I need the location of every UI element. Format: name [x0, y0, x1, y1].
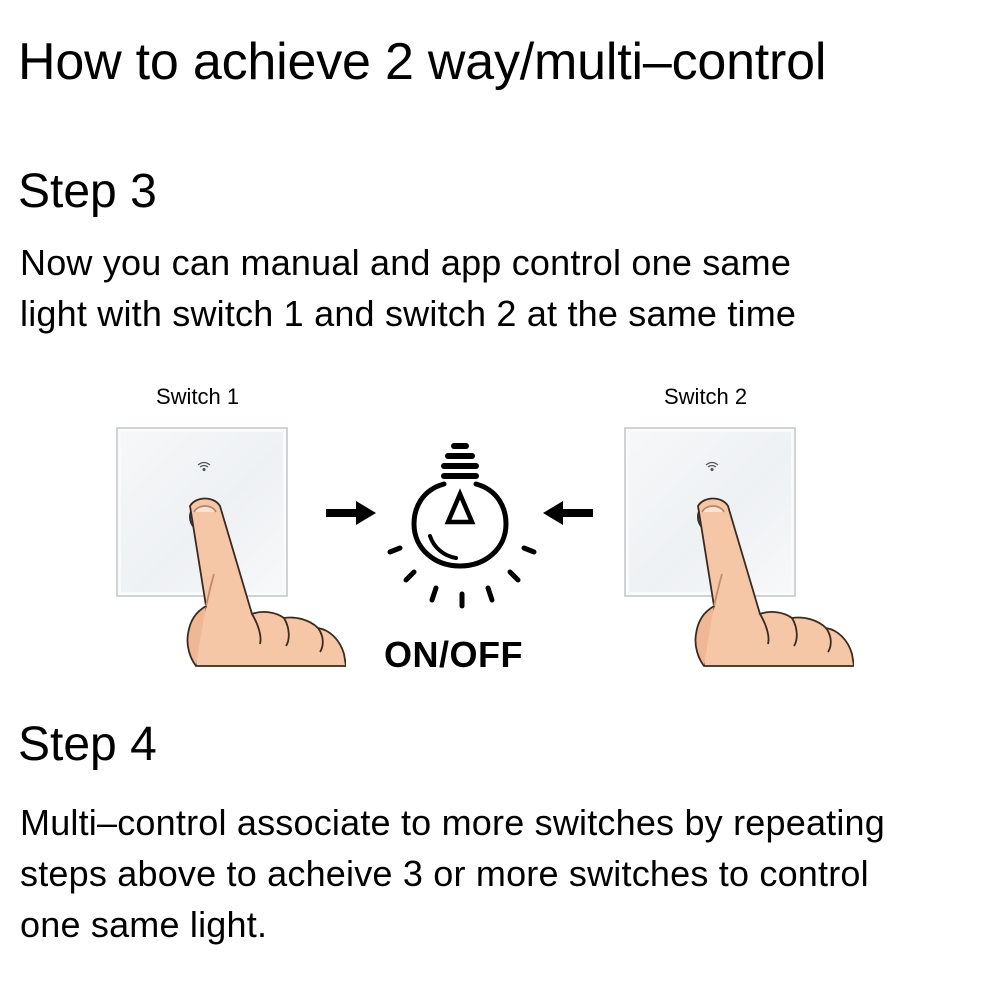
step3-text-line-2: light with switch 1 and switch 2 at the …: [20, 293, 797, 334]
hand-finger-icon: [694, 497, 854, 667]
step4-text-line-3: one same light.: [20, 904, 268, 945]
step4-text-line-1: Multi–control associate to more switches…: [20, 802, 886, 843]
wifi-icon: [705, 461, 719, 472]
arrow-left-icon: [543, 501, 593, 525]
step4-text-line-2: steps above to acheive 3 or more switche…: [20, 853, 869, 894]
wifi-icon: [197, 461, 211, 472]
step3-text-line-1: Now you can manual and app control one s…: [20, 242, 792, 283]
light-bulb-icon: [387, 443, 537, 609]
page-title: How to achieve 2 way/multi–control: [18, 33, 827, 91]
step4-heading: Step 4: [18, 718, 157, 771]
step3-heading: Step 3: [18, 165, 157, 218]
switch2-label: Switch 2: [664, 384, 748, 409]
hand-finger-icon: [186, 497, 346, 667]
on-off-label: ON/OFF: [384, 634, 523, 675]
switch1-label: Switch 1: [156, 384, 240, 409]
arrow-right-icon: [326, 501, 376, 525]
